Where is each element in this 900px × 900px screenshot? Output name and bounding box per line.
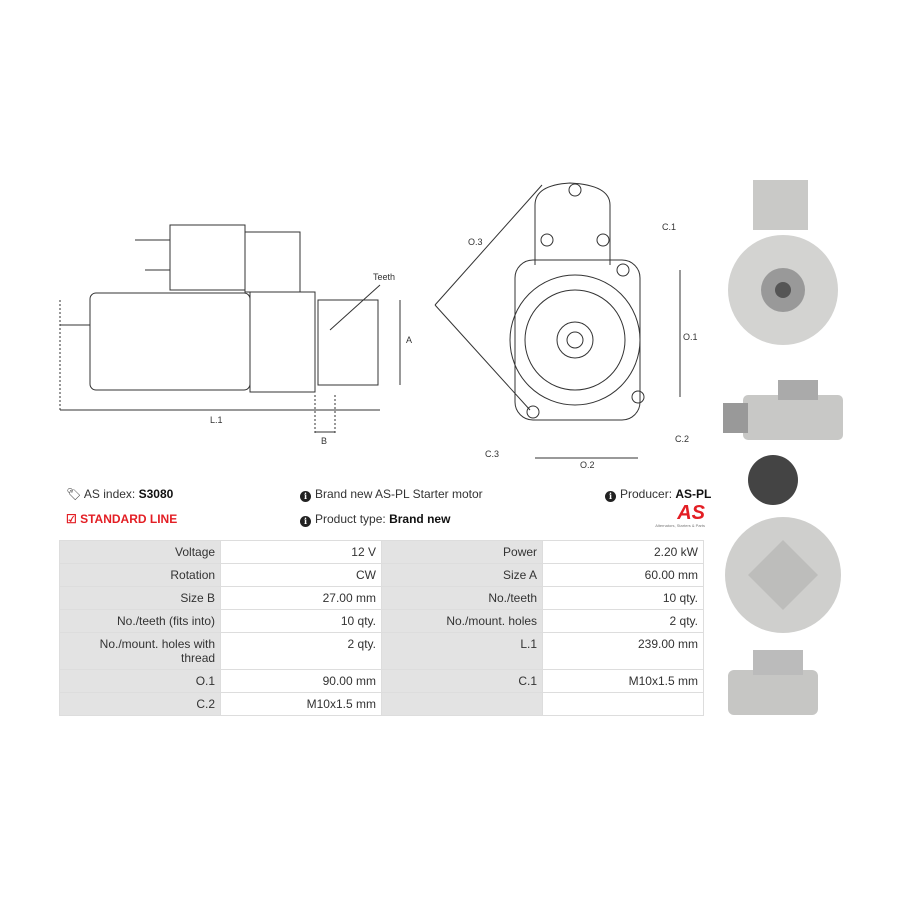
info-icon: i	[300, 491, 311, 502]
o3-label: O.3	[468, 237, 483, 247]
c2-label: C.2	[675, 434, 689, 444]
nose-outline	[249, 291, 316, 393]
o2-label: O.2	[580, 460, 595, 470]
spec-value: 10 qty.	[220, 609, 382, 633]
o1-label: O.1	[683, 332, 698, 342]
info-icon: i	[300, 516, 311, 527]
solenoid-outline	[169, 224, 246, 291]
front-view-drawing: C.1 C.2 C.3 O.1 O.2 O.3	[434, 182, 698, 470]
teeth-label: Teeth	[373, 272, 395, 282]
photo-front	[728, 180, 838, 345]
dimension-a-label: A	[406, 335, 412, 345]
spec-value	[542, 692, 704, 716]
side-view-drawing: Teeth A B L.1	[59, 224, 412, 446]
housing-outline	[244, 231, 301, 293]
spec-label: No./teeth	[380, 586, 544, 610]
dimension-l1-label: L.1	[210, 415, 223, 425]
tag-icon: 🏷	[66, 487, 82, 501]
standard-line-badge: ☑ STANDARD LINE	[66, 512, 178, 526]
spec-label: No./mount. holes with thread	[58, 632, 222, 670]
spec-label: O.1	[58, 669, 222, 693]
checkbox-icon: ☑	[66, 512, 77, 526]
spec-value: M10x1.5 mm	[542, 669, 704, 693]
spec-label: Size A	[380, 563, 544, 587]
spec-label: No./teeth (fits into)	[58, 609, 222, 633]
spec-value: 10 qty.	[542, 586, 704, 610]
dimension-b-label: B	[321, 436, 327, 446]
as-index: 🏷 AS index: S3080	[66, 487, 174, 501]
c3-label: C.3	[485, 449, 499, 459]
spec-value: 239.00 mm	[542, 632, 704, 670]
spec-label: No./mount. holes	[380, 609, 544, 633]
spec-value: 27.00 mm	[220, 586, 382, 610]
spec-value: 2.20 kW	[542, 540, 704, 564]
spec-label: Voltage	[58, 540, 222, 564]
spec-value: 12 V	[220, 540, 382, 564]
spec-label: Power	[380, 540, 544, 564]
spec-value: 2 qty.	[542, 609, 704, 633]
spec-row: No./teeth (fits into)10 qty.No./mount. h…	[58, 609, 704, 633]
spec-label	[380, 692, 544, 716]
info-icon: i	[605, 491, 616, 502]
producer-value: AS-PL	[675, 487, 712, 501]
spec-label: C.1	[380, 669, 544, 693]
photo-rear	[725, 455, 841, 633]
spec-value: 60.00 mm	[542, 563, 704, 587]
spec-label: Size B	[58, 586, 222, 610]
as-index-value: S3080	[138, 487, 174, 501]
spec-label: Rotation	[58, 563, 222, 587]
product-type-value: Brand new	[389, 512, 451, 526]
photo-side	[723, 380, 843, 440]
spec-value: 2 qty.	[220, 632, 382, 670]
top-lug-outline	[534, 182, 611, 265]
spec-label: C.2	[58, 692, 222, 716]
spec-value: CW	[220, 563, 382, 587]
motor-body-outline	[89, 292, 251, 391]
pinion-outline	[317, 299, 379, 386]
spec-label: L.1	[380, 632, 544, 670]
spec-value: 90.00 mm	[220, 669, 382, 693]
photo-angle	[728, 650, 818, 715]
c1-label: C.1	[662, 222, 676, 232]
product-photos	[723, 180, 843, 715]
spec-value: M10x1.5 mm	[220, 692, 382, 716]
as-pl-logo: AS Alternators, Starters & Parts	[655, 502, 705, 528]
